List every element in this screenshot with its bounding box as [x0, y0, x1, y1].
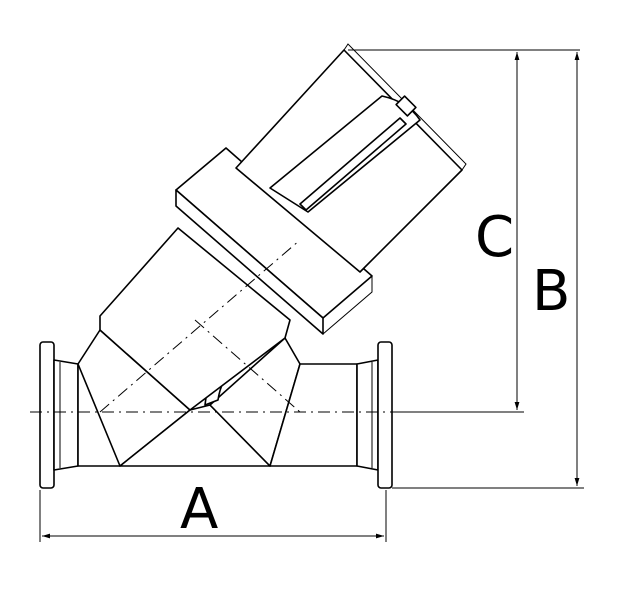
- bonnet: [99, 227, 291, 411]
- left-ferrule: [53, 359, 79, 471]
- dimension-label-c: C: [475, 205, 514, 270]
- right-ferrule: [356, 359, 379, 471]
- valve-body: [39, 319, 393, 489]
- left-flange: [39, 341, 55, 489]
- dimension-b: B: [392, 52, 584, 489]
- dimension-label-a: A: [180, 477, 218, 542]
- dimension-a: A: [39, 477, 387, 542]
- actuator-slot: [299, 117, 407, 211]
- actuator: [235, 43, 467, 273]
- dimension-c: C: [348, 49, 580, 413]
- air-fitting: [395, 95, 417, 117]
- inclined-centerline: [99, 239, 301, 413]
- right-flange: [377, 341, 393, 489]
- dimension-label-b: B: [532, 259, 570, 324]
